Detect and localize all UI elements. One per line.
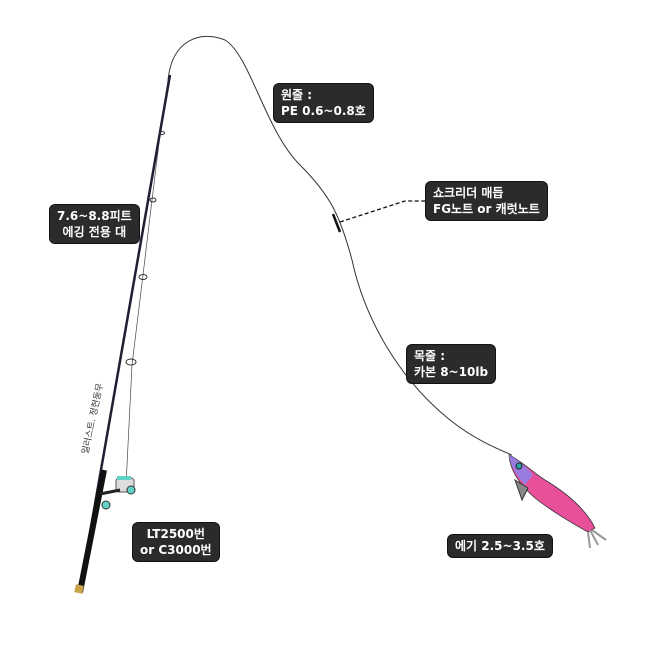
main-line-label: 원줄 : PE 0.6~0.8호 <box>274 84 373 122</box>
reel-label-size1: LT2500번 <box>146 527 205 541</box>
rod-guide <box>125 358 137 366</box>
knot-label: 쇼크리더 매듭 FG노트 or 캐럿노트 <box>426 182 547 220</box>
egi-label-size: 에기 2.5~3.5호 <box>455 539 545 553</box>
main-line <box>167 35 513 456</box>
rod-label: 7.6~8.8피트 에깅 전용 대 <box>50 205 139 243</box>
knot-label-title: 쇼크리더 매듭 <box>433 186 504 200</box>
rod-label-type: 에깅 전용 대 <box>62 225 127 239</box>
egi-lure <box>508 454 607 549</box>
knot-mark <box>331 213 342 233</box>
leader-label: 목줄 : 카본 8~10lb <box>407 345 496 383</box>
rod-label-length: 7.6~8.8피트 <box>57 209 132 223</box>
rod-guide <box>159 131 165 135</box>
rod-butt-cap <box>74 584 84 594</box>
leader-label-title: 목줄 : <box>414 349 446 363</box>
knot-pointer <box>339 200 426 223</box>
reel-label: LT2500번 or C3000번 <box>133 523 219 561</box>
line-to-reel <box>125 79 169 486</box>
knot-label-spec: FG노트 or 캐럿노트 <box>433 202 540 216</box>
reel-label-size2: or C3000번 <box>140 543 212 557</box>
main-line-label-title: 원줄 : <box>281 88 313 102</box>
rod-guide <box>149 197 157 203</box>
rod-handle <box>77 469 107 593</box>
rod-guide <box>138 274 148 280</box>
egi-label: 에기 2.5~3.5호 <box>448 535 552 557</box>
spinning-reel <box>99 476 136 510</box>
main-line-label-spec: PE 0.6~0.8호 <box>281 104 366 118</box>
leader-label-spec: 카본 8~10lb <box>414 365 489 379</box>
